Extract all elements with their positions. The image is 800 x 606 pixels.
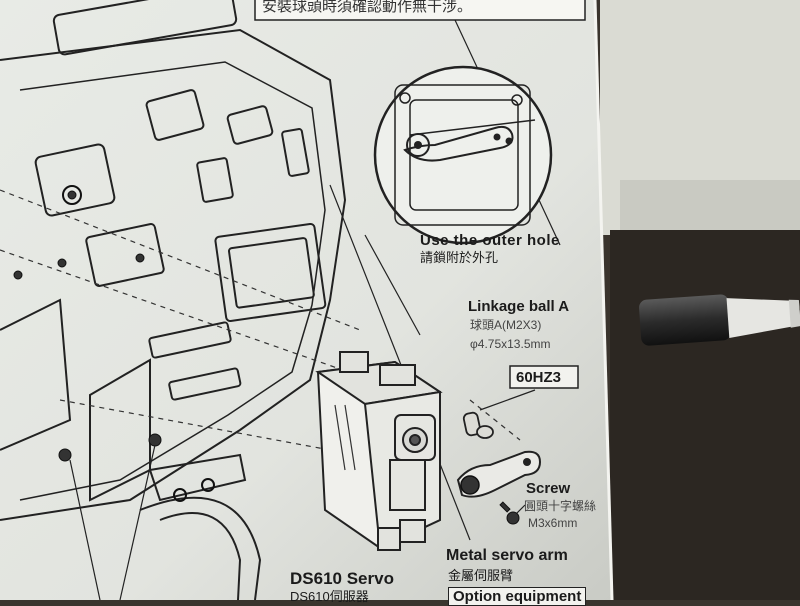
option-equipment-label: Option equipment — [448, 587, 587, 606]
screw-size: M3x6mm — [528, 516, 578, 530]
frame-screws — [13, 185, 215, 502]
tag-label: 60HZ3 — [516, 369, 562, 386]
screw-label-en: Screw — [526, 480, 571, 497]
dark-table — [610, 230, 800, 600]
screw-label-zh: 圓頭十字螺絲 — [524, 499, 597, 513]
arm-label-en: Metal servo arm — [446, 547, 568, 564]
arm-label-zh: 金屬伺服臂 — [448, 568, 514, 583]
detail-label-zh: 請鎖附於外孔 — [420, 250, 499, 265]
servo-side-print — [334, 404, 356, 471]
top-note: 安裝球頭時須確認動作無干涉。 — [262, 0, 473, 15]
paper-edge — [593, 0, 614, 600]
linkage-size: φ4.75x13.5mm — [470, 337, 551, 351]
linkage-ball — [462, 411, 494, 439]
frame-illustration — [0, 0, 347, 600]
screw — [499, 501, 520, 525]
detail-label-en: Use the outer hole — [420, 232, 560, 249]
tag-box — [509, 365, 579, 389]
linkage-label-zh: 球頭A(M2X3) — [470, 318, 542, 332]
servo-label-zh: DS610伺服器 — [290, 589, 369, 604]
servo-illustration — [315, 351, 443, 551]
detail-circle — [373, 65, 553, 245]
servo-arm-hole — [523, 458, 531, 466]
dashed-guides — [0, 189, 521, 451]
pen — [639, 294, 800, 346]
board-edge — [620, 180, 800, 230]
servo-label-en: DS610 Servo — [290, 569, 394, 588]
servo-arm-hub — [460, 475, 480, 495]
linkage-label-en: Linkage ball A — [468, 298, 570, 315]
